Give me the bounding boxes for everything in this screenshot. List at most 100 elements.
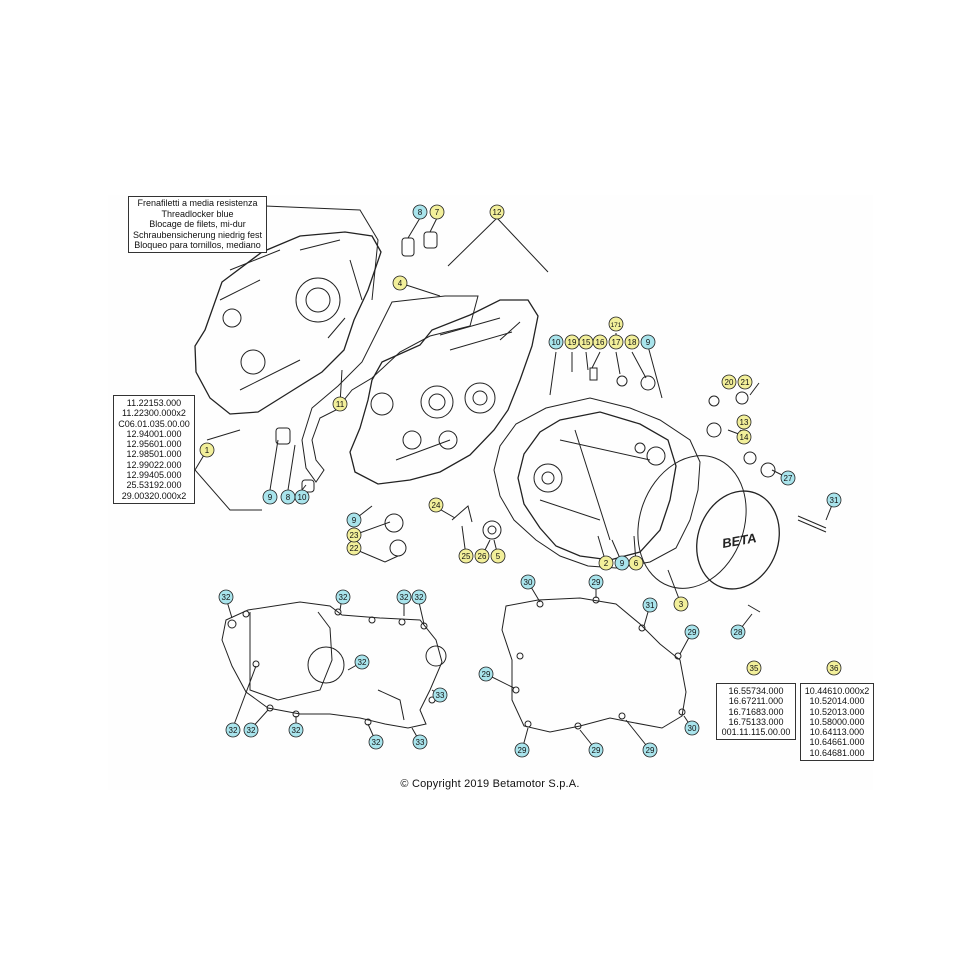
part-code: 10.58000.000 bbox=[809, 716, 865, 727]
callout-29: 29 bbox=[684, 624, 700, 640]
callout-33: 33 bbox=[432, 687, 448, 703]
svg-text:18: 18 bbox=[628, 338, 637, 347]
svg-text:16: 16 bbox=[596, 338, 605, 347]
svg-text:29: 29 bbox=[592, 746, 601, 755]
callout-11: 11 bbox=[332, 396, 348, 412]
svg-text:32: 32 bbox=[247, 726, 256, 735]
svg-text:171: 171 bbox=[611, 322, 622, 329]
callout-19: 19 bbox=[564, 334, 580, 350]
part-code: 12.95601.000 bbox=[126, 439, 182, 450]
svg-text:35: 35 bbox=[750, 664, 759, 673]
part-code: 10.64661.000 bbox=[809, 737, 865, 748]
callout-15: 15 bbox=[578, 334, 594, 350]
callout-8b: 8 bbox=[280, 489, 296, 505]
svg-text:32: 32 bbox=[372, 738, 381, 747]
callout-9b: 9 bbox=[346, 512, 362, 528]
part-code: 10.64681.000 bbox=[809, 747, 865, 758]
svg-text:13: 13 bbox=[740, 418, 749, 427]
callout-29: 29 bbox=[514, 742, 530, 758]
part-code: 001.11.115.00.00 bbox=[721, 727, 791, 738]
part-code: 25.53192.000 bbox=[126, 480, 182, 491]
ignition-cover bbox=[696, 490, 780, 590]
callout-6: 6 bbox=[628, 555, 644, 571]
callout-29: 29 bbox=[478, 666, 494, 682]
svg-text:29: 29 bbox=[646, 746, 655, 755]
svg-text:32: 32 bbox=[358, 658, 367, 667]
svg-text:10: 10 bbox=[298, 493, 307, 502]
callout-32: 32 bbox=[243, 722, 259, 738]
callout-32: 32 bbox=[354, 654, 370, 670]
callout-8a: 8 bbox=[412, 204, 428, 220]
callout-33: 33 bbox=[412, 734, 428, 750]
callout-22: 22 bbox=[346, 540, 362, 556]
left-gasket-set bbox=[221, 601, 443, 729]
callout-2: 2 bbox=[598, 555, 614, 571]
svg-text:24: 24 bbox=[432, 501, 441, 510]
callout-32: 32 bbox=[335, 589, 351, 605]
callout-10a: 10 bbox=[294, 489, 310, 505]
svg-text:19: 19 bbox=[568, 338, 577, 347]
callout-32: 32 bbox=[225, 722, 241, 738]
svg-text:33: 33 bbox=[416, 738, 425, 747]
left-crankcase-half bbox=[194, 231, 382, 415]
callout-20: 20 bbox=[721, 374, 737, 390]
callout-21: 21 bbox=[737, 374, 753, 390]
callout-32: 32 bbox=[218, 589, 234, 605]
svg-text:20: 20 bbox=[725, 378, 734, 387]
svg-text:32: 32 bbox=[292, 726, 301, 735]
part-code: C06.01.035.00.00 bbox=[118, 418, 190, 429]
ignition-cover-logo: BETA bbox=[721, 530, 758, 551]
part-code: 12.98501.000 bbox=[126, 449, 182, 460]
callout-24: 24 bbox=[428, 497, 444, 513]
svg-text:8: 8 bbox=[418, 208, 423, 217]
part-code: 11.22300.000x2 bbox=[122, 408, 186, 419]
callout-3: 3 bbox=[673, 596, 689, 612]
svg-text:30: 30 bbox=[688, 724, 697, 733]
svg-text:3: 3 bbox=[679, 600, 684, 609]
callout-14: 14 bbox=[736, 429, 752, 445]
svg-text:32: 32 bbox=[222, 593, 231, 602]
svg-text:32: 32 bbox=[415, 593, 424, 602]
svg-text:4: 4 bbox=[398, 279, 403, 288]
callout-32: 32 bbox=[411, 589, 427, 605]
svg-text:2: 2 bbox=[604, 559, 609, 568]
note-line: Blocage de filets, mi-dur bbox=[149, 219, 246, 229]
note-line: Threadlocker blue bbox=[161, 208, 234, 219]
svg-text:25: 25 bbox=[462, 552, 471, 561]
clutch-cover-gasket bbox=[493, 397, 701, 569]
part-code: 16.71683.000 bbox=[728, 706, 784, 717]
part-code: 12.99405.000 bbox=[126, 470, 182, 481]
callout-29: 29 bbox=[588, 742, 604, 758]
svg-text:32: 32 bbox=[400, 593, 409, 602]
part-code: 10.64113.000 bbox=[809, 727, 865, 738]
svg-text:32: 32 bbox=[339, 593, 348, 602]
right-crankcase-half bbox=[349, 299, 539, 485]
svg-text:12: 12 bbox=[493, 208, 502, 217]
part-code: 16.55734.000 bbox=[728, 686, 784, 696]
callout-36: 36 bbox=[826, 660, 842, 676]
svg-text:9: 9 bbox=[352, 516, 357, 525]
callout-26: 26 bbox=[474, 548, 490, 564]
svg-text:31: 31 bbox=[830, 496, 839, 505]
svg-text:26: 26 bbox=[478, 552, 487, 561]
svg-text:9: 9 bbox=[620, 559, 625, 568]
svg-text:7: 7 bbox=[435, 208, 440, 217]
callout-23: 23 bbox=[346, 527, 362, 543]
callout-27: 27 bbox=[780, 470, 796, 486]
callout-1: 1 bbox=[199, 442, 215, 458]
callout-32: 32 bbox=[288, 722, 304, 738]
callout-31: 31 bbox=[826, 492, 842, 508]
center-gasket bbox=[301, 295, 479, 483]
note-line: Schraubensicherung niedrig fest bbox=[132, 229, 263, 240]
svg-text:23: 23 bbox=[350, 531, 359, 540]
callout-17: 17 bbox=[608, 334, 624, 350]
callout-9a: 9 bbox=[262, 489, 278, 505]
svg-text:32: 32 bbox=[229, 726, 238, 735]
part-codes-1: 11.22153.000 11.22300.000x2 C06.01.035.0… bbox=[113, 395, 195, 504]
callout-5: 5 bbox=[490, 548, 506, 564]
callout-13: 13 bbox=[736, 414, 752, 430]
part-code: 12.99022.000 bbox=[126, 459, 182, 470]
svg-text:14: 14 bbox=[740, 433, 749, 442]
svg-text:10: 10 bbox=[552, 338, 561, 347]
